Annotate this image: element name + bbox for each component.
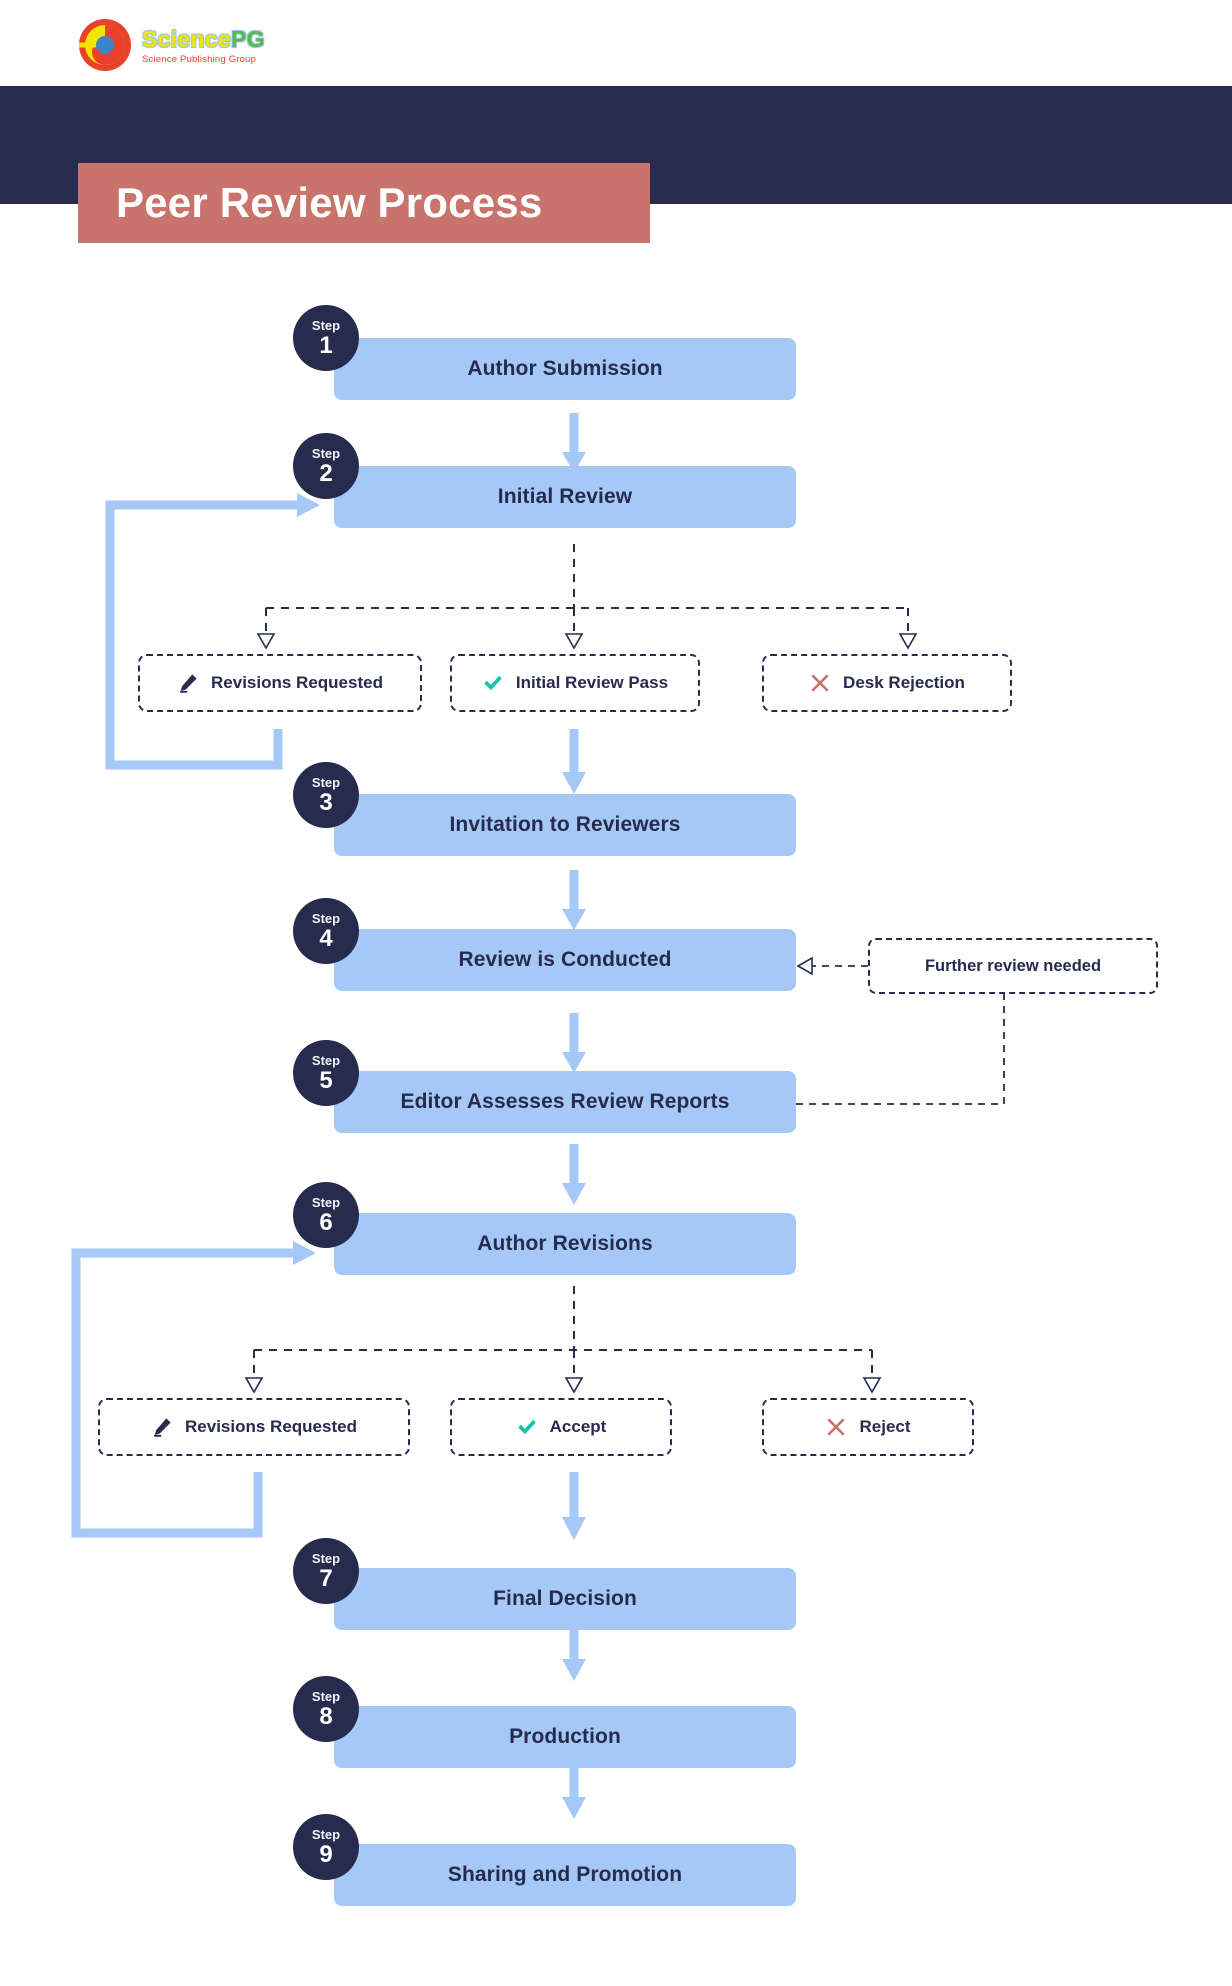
outcome-revisions-requested-1[interactable]: Revisions Requested bbox=[138, 654, 422, 712]
step-box-author-revisions[interactable]: Author Revisions bbox=[334, 1213, 796, 1275]
step-title: Editor Assesses Review Reports bbox=[400, 1090, 730, 1113]
step-badge-label: Step bbox=[311, 317, 341, 333]
note-further-review-needed[interactable]: Further review needed bbox=[868, 938, 1158, 994]
step-title: Author Revisions bbox=[477, 1232, 653, 1255]
step-badge-number: 2 bbox=[319, 459, 333, 487]
step-title: Review is Conducted bbox=[458, 948, 672, 971]
step-box-editor-assesses-review-reports[interactable]: Editor Assesses Review Reports bbox=[334, 1071, 796, 1133]
arrow-step5-to-further-review bbox=[796, 994, 1005, 1105]
outcome-revisions-requested-2[interactable]: Revisions Requested bbox=[98, 1398, 410, 1456]
step-badge-4: Step 4 bbox=[293, 898, 359, 964]
step-badge-1: Step 1 bbox=[293, 305, 359, 371]
step-badge-2: Step 2 bbox=[293, 433, 359, 499]
step-badge-number: 1 bbox=[319, 331, 333, 359]
step-badge-number: 9 bbox=[319, 1840, 333, 1868]
sciencepg-circular-logo bbox=[78, 18, 132, 72]
outcome-reject[interactable]: Reject bbox=[762, 1398, 974, 1456]
step-badge-number: 7 bbox=[319, 1564, 333, 1592]
step-badge-7: Step 7 bbox=[293, 1538, 359, 1604]
brand-tagline: Science Publishing Group bbox=[142, 53, 257, 65]
step-badge-6: Step 6 bbox=[293, 1182, 359, 1248]
logo-bar: SciencePG Science Publishing Group bbox=[0, 0, 1232, 86]
pencil-icon bbox=[153, 1418, 171, 1437]
loopback-revisions-to-author-revisions bbox=[71, 1241, 316, 1538]
step-badge-label: Step bbox=[311, 1688, 341, 1704]
outcome-label: Desk Rejection bbox=[843, 673, 965, 692]
step-box-sharing-and-promotion[interactable]: Sharing and Promotion bbox=[334, 1844, 796, 1906]
outcome-desk-rejection[interactable]: Desk Rejection bbox=[762, 654, 1012, 712]
step-badge-label: Step bbox=[311, 1194, 341, 1210]
arrow-step4-to-step5 bbox=[562, 1013, 586, 1073]
arrow-further-review-to-step4 bbox=[796, 956, 868, 976]
step-badge-number: 8 bbox=[319, 1702, 333, 1730]
brand-name: SciencePG bbox=[142, 25, 265, 52]
arrow-step5-to-step6 bbox=[562, 1144, 586, 1205]
outcome-initial-review-pass[interactable]: Initial Review Pass bbox=[450, 654, 700, 712]
step-badge-number: 4 bbox=[319, 924, 333, 952]
step-badge-9: Step 9 bbox=[293, 1814, 359, 1880]
step-title: Final Decision bbox=[493, 1587, 637, 1610]
step-badge-number: 5 bbox=[319, 1066, 333, 1094]
arrow-pass-to-step3 bbox=[562, 729, 586, 794]
step-badge-number: 6 bbox=[319, 1208, 333, 1236]
step-box-production[interactable]: Production bbox=[334, 1706, 796, 1768]
step-box-final-decision[interactable]: Final Decision bbox=[334, 1568, 796, 1630]
outcome-label: Initial Review Pass bbox=[515, 673, 669, 692]
brand-logo[interactable]: SciencePG Science Publishing Group bbox=[78, 18, 265, 72]
step-badge-3: Step 3 bbox=[293, 762, 359, 828]
branch-author-revisions bbox=[244, 1286, 882, 1394]
step-box-invitation-to-reviewers[interactable]: Invitation to Reviewers bbox=[334, 794, 796, 856]
arrow-step1-to-step2 bbox=[562, 413, 586, 473]
step-title: Invitation to Reviewers bbox=[449, 813, 681, 836]
outcome-accept[interactable]: Accept bbox=[450, 1398, 672, 1456]
step-badge-label: Step bbox=[311, 1550, 341, 1566]
step-title: Sharing and Promotion bbox=[447, 1863, 683, 1886]
outcome-label: Accept bbox=[549, 1417, 607, 1436]
arrow-accept-to-step7 bbox=[562, 1472, 586, 1540]
step-box-review-is-conducted[interactable]: Review is Conducted bbox=[334, 929, 796, 991]
step-badge-label: Step bbox=[311, 445, 341, 461]
step-badge-5: Step 5 bbox=[293, 1040, 359, 1106]
step-badge-8: Step 8 bbox=[293, 1676, 359, 1742]
step-badge-label: Step bbox=[311, 1052, 341, 1068]
step-badge-label: Step bbox=[311, 910, 341, 926]
step-title: Initial Review bbox=[497, 485, 633, 508]
step-title: Production bbox=[509, 1725, 621, 1748]
cross-icon bbox=[811, 674, 829, 692]
step-badge-label: Step bbox=[311, 1826, 341, 1842]
step-box-initial-review[interactable]: Initial Review bbox=[334, 466, 796, 528]
arrow-step3-to-step4 bbox=[562, 870, 586, 930]
title-plate: Peer Review Process bbox=[78, 163, 650, 243]
step-badge-label: Step bbox=[311, 774, 341, 790]
page-title: Peer Review Process bbox=[116, 179, 543, 226]
branch-initial-review bbox=[256, 544, 918, 650]
step-badge-number: 3 bbox=[319, 788, 333, 816]
check-icon bbox=[517, 1419, 536, 1435]
outcome-label: Reject bbox=[859, 1417, 911, 1436]
cross-icon bbox=[827, 1418, 846, 1436]
step-box-author-submission[interactable]: Author Submission bbox=[334, 338, 796, 400]
note-label: Further review needed bbox=[924, 956, 1102, 975]
pencil-icon bbox=[179, 674, 197, 693]
outcome-label: Revisions Requested bbox=[185, 1417, 357, 1436]
loopback-revisions-to-initial-review bbox=[105, 493, 320, 770]
outcome-label: Revisions Requested bbox=[211, 673, 383, 692]
step-title: Author Submission bbox=[467, 357, 663, 380]
check-icon bbox=[484, 675, 502, 691]
